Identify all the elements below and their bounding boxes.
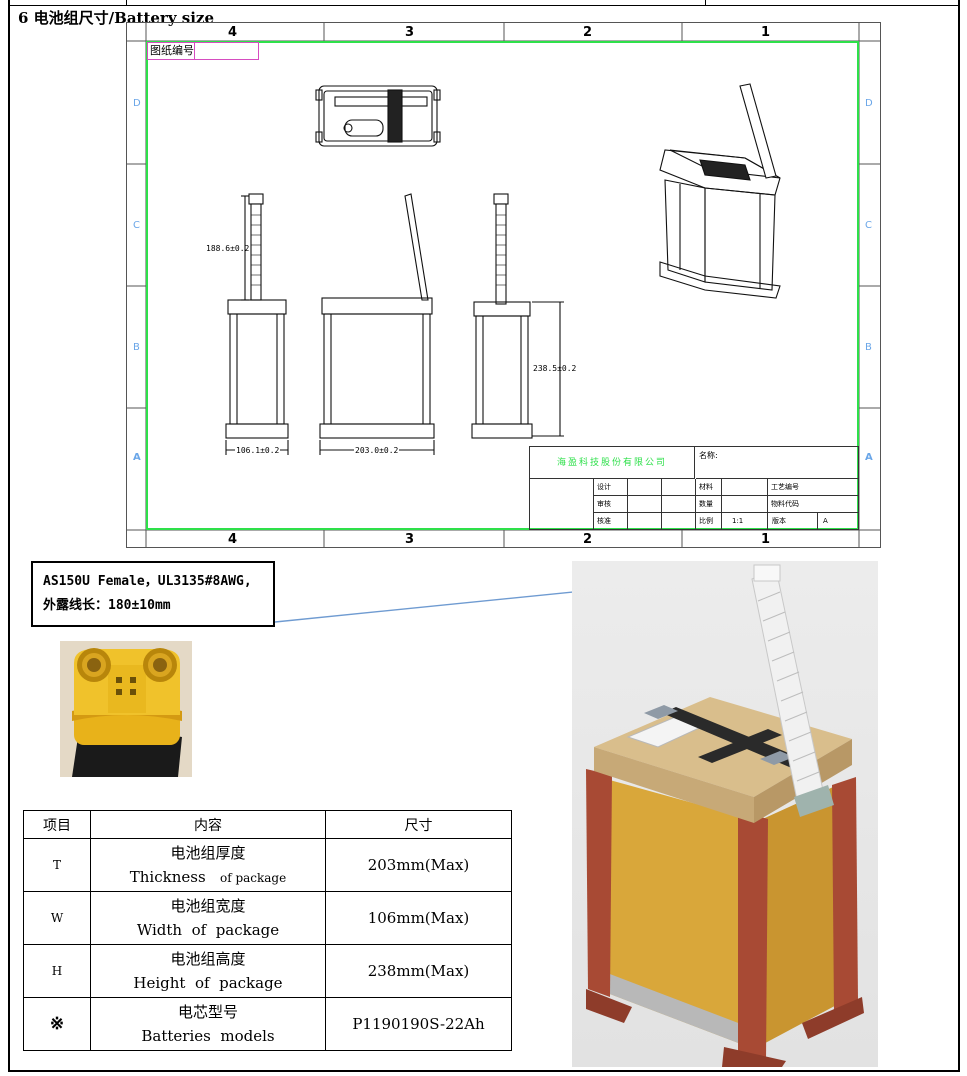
dim-width: 106.1±0.2 bbox=[235, 446, 281, 455]
title-block-approve-date bbox=[662, 513, 696, 530]
table-cell-item: T bbox=[23, 838, 91, 892]
connector-photo bbox=[60, 641, 192, 777]
table-cell-en: Height of package bbox=[133, 974, 283, 992]
connector-illustration bbox=[60, 641, 192, 777]
top-strip bbox=[8, 0, 960, 6]
drawing-number-label: 图纸编号 bbox=[150, 44, 194, 57]
zone-row-c-right: C bbox=[865, 220, 872, 231]
zone-row-c-left: C bbox=[133, 220, 140, 231]
table-cell-size: 238mm(Max) bbox=[325, 944, 512, 998]
top-view bbox=[315, 85, 441, 147]
table-row: ※ 电芯型号 Batteries models P1190190S-22Ah bbox=[23, 997, 512, 1051]
dim-height: 238.5±0.2 bbox=[533, 364, 577, 373]
title-block-company: 海盈科技股份有限公司 bbox=[530, 447, 695, 479]
table-header-size: 尺寸 bbox=[325, 810, 512, 839]
table-header-content: 内容 bbox=[90, 810, 326, 839]
title-block-scale-label: 比例 bbox=[696, 513, 722, 530]
table-row: W 电池组宽度 Width of package 106mm(Max) bbox=[23, 891, 512, 945]
table-cell-cn: 电芯型号 bbox=[177, 1003, 238, 1021]
zone-row-d-left: D bbox=[133, 98, 141, 109]
table-cell-en: Batteries models bbox=[141, 1027, 275, 1045]
isometric-view bbox=[659, 83, 781, 299]
title-block-version-label: 版本 bbox=[768, 513, 818, 530]
table-cell-cn: 电池组宽度 bbox=[170, 897, 246, 915]
zone-col-2-top: 2 bbox=[583, 25, 593, 40]
title-block-version-value: A bbox=[823, 517, 828, 525]
title-block-quantity-label: 数量 bbox=[696, 496, 722, 513]
zone-col-3-bottom: 3 bbox=[405, 532, 415, 547]
drawing-border bbox=[146, 41, 859, 530]
table-cell-cn: 电池组高度 bbox=[170, 950, 246, 968]
title-block-review-date bbox=[662, 496, 696, 513]
title-block-quantity-value bbox=[722, 496, 768, 513]
title-block: 海盈科技股份有限公司 名称: 设计 审核 核准 材料 工艺编号 数量 物料代码 … bbox=[529, 446, 859, 530]
table-cell-en-small: of package bbox=[219, 870, 287, 885]
table-cell-en: Thickness of package bbox=[91, 865, 325, 890]
table-cell-size: P1190190S-22Ah bbox=[325, 997, 512, 1051]
dim-cable-length: 188.6±0.2 bbox=[206, 244, 250, 253]
table-header-item: 项目 bbox=[23, 810, 91, 839]
title-block-review-label: 审核 bbox=[594, 496, 628, 513]
table-cell-item: W bbox=[23, 891, 91, 945]
title-block-approve-value bbox=[628, 513, 662, 530]
zone-col-4-bottom: 4 bbox=[228, 532, 238, 547]
dim-thickness: 203.0±0.2 bbox=[354, 446, 400, 455]
zone-row-b-right: B bbox=[865, 342, 872, 353]
table-cell-content: 电池组厚度 Thickness of package bbox=[90, 838, 326, 892]
title-block-design-date bbox=[662, 479, 696, 496]
callout-line-1: AS150U Female，UL3135#8AWG, bbox=[43, 574, 252, 589]
zone-row-a-right: A bbox=[865, 452, 873, 463]
battery-3d-render bbox=[572, 561, 878, 1067]
side-view-height bbox=[471, 193, 564, 439]
zone-col-4-top: 4 bbox=[228, 25, 238, 40]
title-block-approve-label: 核准 bbox=[594, 513, 628, 530]
title-block-notes bbox=[530, 479, 594, 530]
zone-col-1-top: 1 bbox=[761, 25, 771, 40]
title-block-material-value bbox=[722, 479, 768, 496]
title-block-material-code: 物料代码 bbox=[768, 496, 859, 513]
table-cell-item: H bbox=[23, 944, 91, 998]
table-header-row: 项目 内容 尺寸 bbox=[23, 810, 512, 839]
table-cell-size: 106mm(Max) bbox=[325, 891, 512, 945]
table-cell-size: 203mm(Max) bbox=[325, 838, 512, 892]
zone-row-d-right: D bbox=[865, 98, 873, 109]
callout-line-2: 外露线长：180±10mm bbox=[43, 598, 171, 613]
title-block-review-value bbox=[628, 496, 662, 513]
zone-row-b-left: B bbox=[133, 342, 140, 353]
connector-callout: AS150U Female，UL3135#8AWG, 外露线长：180±10mm bbox=[31, 561, 275, 627]
table-cell-en-main: Thickness bbox=[129, 867, 206, 886]
zone-row-a-left: A bbox=[133, 452, 141, 463]
table-cell-cn: 电池组厚度 bbox=[170, 843, 246, 862]
zone-col-2-bottom: 2 bbox=[583, 532, 593, 547]
title-block-design-value bbox=[628, 479, 662, 496]
zone-col-3-top: 3 bbox=[405, 25, 415, 40]
title-block-design-label: 设计 bbox=[594, 479, 628, 496]
table-row: H 电池组高度 Height of package 238mm(Max) bbox=[23, 944, 512, 998]
battery-illustration bbox=[586, 564, 864, 1067]
page-frame bbox=[8, 0, 960, 1072]
title-block-scale-value: 1:1 bbox=[722, 513, 768, 530]
title-block-name: 名称: bbox=[696, 447, 859, 479]
drawing-number-box: 图纸编号 bbox=[147, 42, 259, 60]
table-cell-content: 电池组宽度 Width of package bbox=[90, 891, 326, 945]
table-cell-content: 电芯型号 Batteries models bbox=[90, 997, 326, 1051]
table-cell-content: 电池组高度 Height of package bbox=[90, 944, 326, 998]
table-cell-item: ※ bbox=[23, 997, 91, 1051]
zone-col-1-bottom: 1 bbox=[761, 532, 771, 547]
spec-table: 项目 内容 尺寸 T 电池组厚度 Thickness of package 20… bbox=[23, 810, 512, 1051]
title-block-material-label: 材料 bbox=[696, 479, 722, 496]
table-cell-en: Width of package bbox=[136, 921, 280, 939]
table-row: T 电池组厚度 Thickness of package 203mm(Max) bbox=[23, 838, 512, 892]
title-block-process-no: 工艺编号 bbox=[768, 479, 859, 496]
